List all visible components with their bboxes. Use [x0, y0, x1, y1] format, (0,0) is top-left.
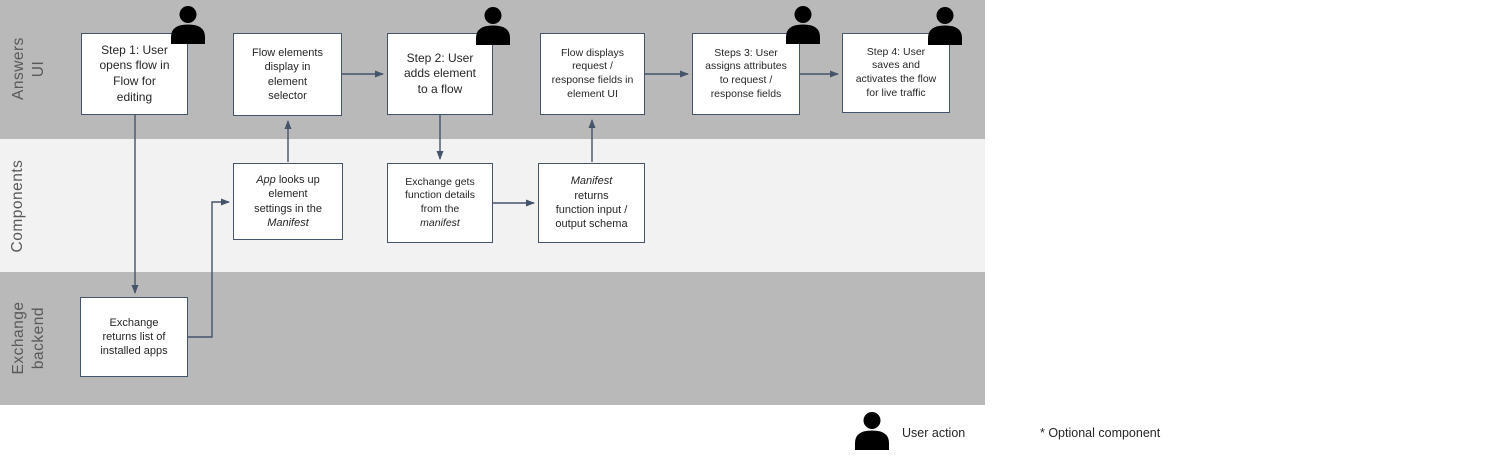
node-flow-displays-text: Flow displays request / response fields … [551, 46, 634, 100]
node-flow-displays: Flow displays request / response fields … [540, 33, 645, 115]
node-app-lookup-text: App looks up element settings in the Man… [254, 173, 322, 229]
node-step2: Step 2: User adds element to a flow [387, 33, 493, 115]
node-step3: Steps 3: User assigns attributes to requ… [692, 33, 800, 115]
lane-label-components: Components [9, 159, 26, 253]
node-app-lookup: App looks up element settings in the Man… [233, 163, 343, 240]
legend-user-action-label: User action [902, 426, 966, 440]
node-exchange-returns: Exchange returns list of installed apps [80, 297, 188, 377]
node-exchange-gets: Exchange gets function details from the … [387, 163, 493, 243]
person-icon [171, 6, 205, 44]
person-icon [786, 6, 820, 44]
node-exchange-gets-text: Exchange gets function details from the … [404, 175, 476, 229]
person-icon [855, 412, 889, 450]
node-step4-text: Step 4: User saves and activates the flo… [855, 45, 937, 99]
person-icon [476, 7, 510, 45]
legend-optional-component-label: * Optional component [1040, 426, 1161, 440]
node-flow-elements: Flow elements display in element selecto… [233, 33, 342, 116]
node-manifest-returns-text: Manifest returns function input / output… [555, 175, 628, 231]
lane-label-exchange-backend: Exchange backend [10, 301, 48, 375]
node-flow-elements-text: Flow elements display in element selecto… [252, 46, 323, 102]
node-manifest-returns: Manifest returns function input / output… [538, 163, 645, 243]
person-icon [928, 7, 962, 45]
node-step2-text: Step 2: User adds element to a flow [403, 50, 477, 96]
node-step1: Step 1: User opens flow in Flow for edit… [81, 33, 188, 115]
node-exchange-returns-text: Exchange returns list of installed apps [100, 316, 168, 358]
node-step1-text: Step 1: User opens flow in Flow for edit… [99, 42, 170, 104]
node-step4: Step 4: User saves and activates the flo… [842, 33, 950, 113]
lane-label-answers-ui: Answers UI [10, 37, 48, 100]
node-step3-text: Steps 3: User assigns attributes to requ… [705, 46, 787, 100]
